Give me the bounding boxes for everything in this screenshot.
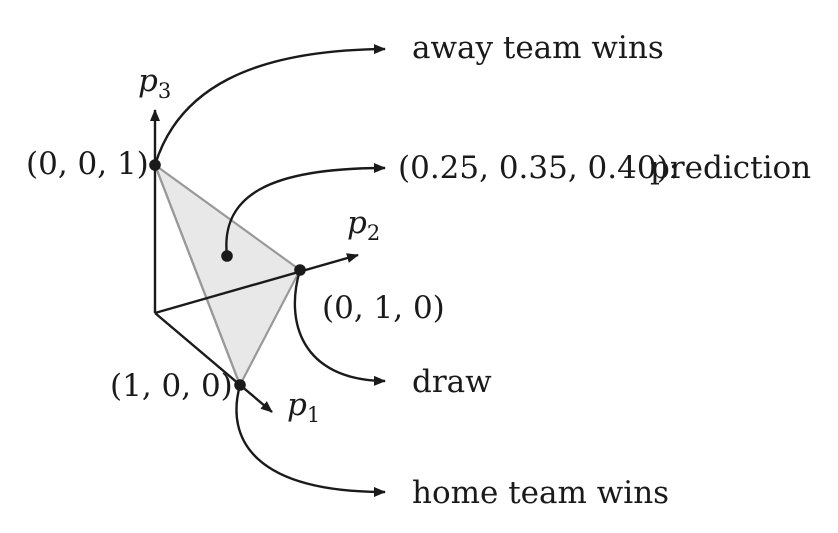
simplex-edge-back: [153, 164, 242, 386]
coord-label-100: (1, 0, 0): [110, 368, 233, 404]
outcome-label-home-team-wins: home team wins: [412, 475, 669, 511]
vertex-point-010: [294, 264, 306, 276]
coord-label-010: (0, 1, 0): [322, 290, 445, 326]
arrow-home-team-wins: [235, 384, 386, 497]
arrow-draw: [293, 269, 386, 386]
prediction-point: [221, 250, 233, 262]
axis-label-p3: p3: [138, 63, 171, 103]
arrow-prediction: [225, 163, 386, 257]
axis-p2: [154, 253, 359, 315]
outcome-label-draw: draw: [412, 364, 492, 400]
axis-label-p2: p2: [347, 205, 380, 245]
axis-label-p1: p1: [287, 387, 320, 427]
prediction-word-label: prediction: [650, 150, 811, 186]
prediction-coords-label: (0.25, 0.35, 0.40):: [398, 150, 679, 186]
axis-p1: [154, 312, 273, 413]
arrow-away-team-wins: [153, 44, 386, 166]
outcome-label-away-team-wins: away team wins: [412, 30, 664, 66]
vertex-point-001: [149, 159, 161, 171]
vertex-point-100: [234, 379, 246, 391]
coord-label-001: (0, 0, 1): [26, 146, 149, 182]
